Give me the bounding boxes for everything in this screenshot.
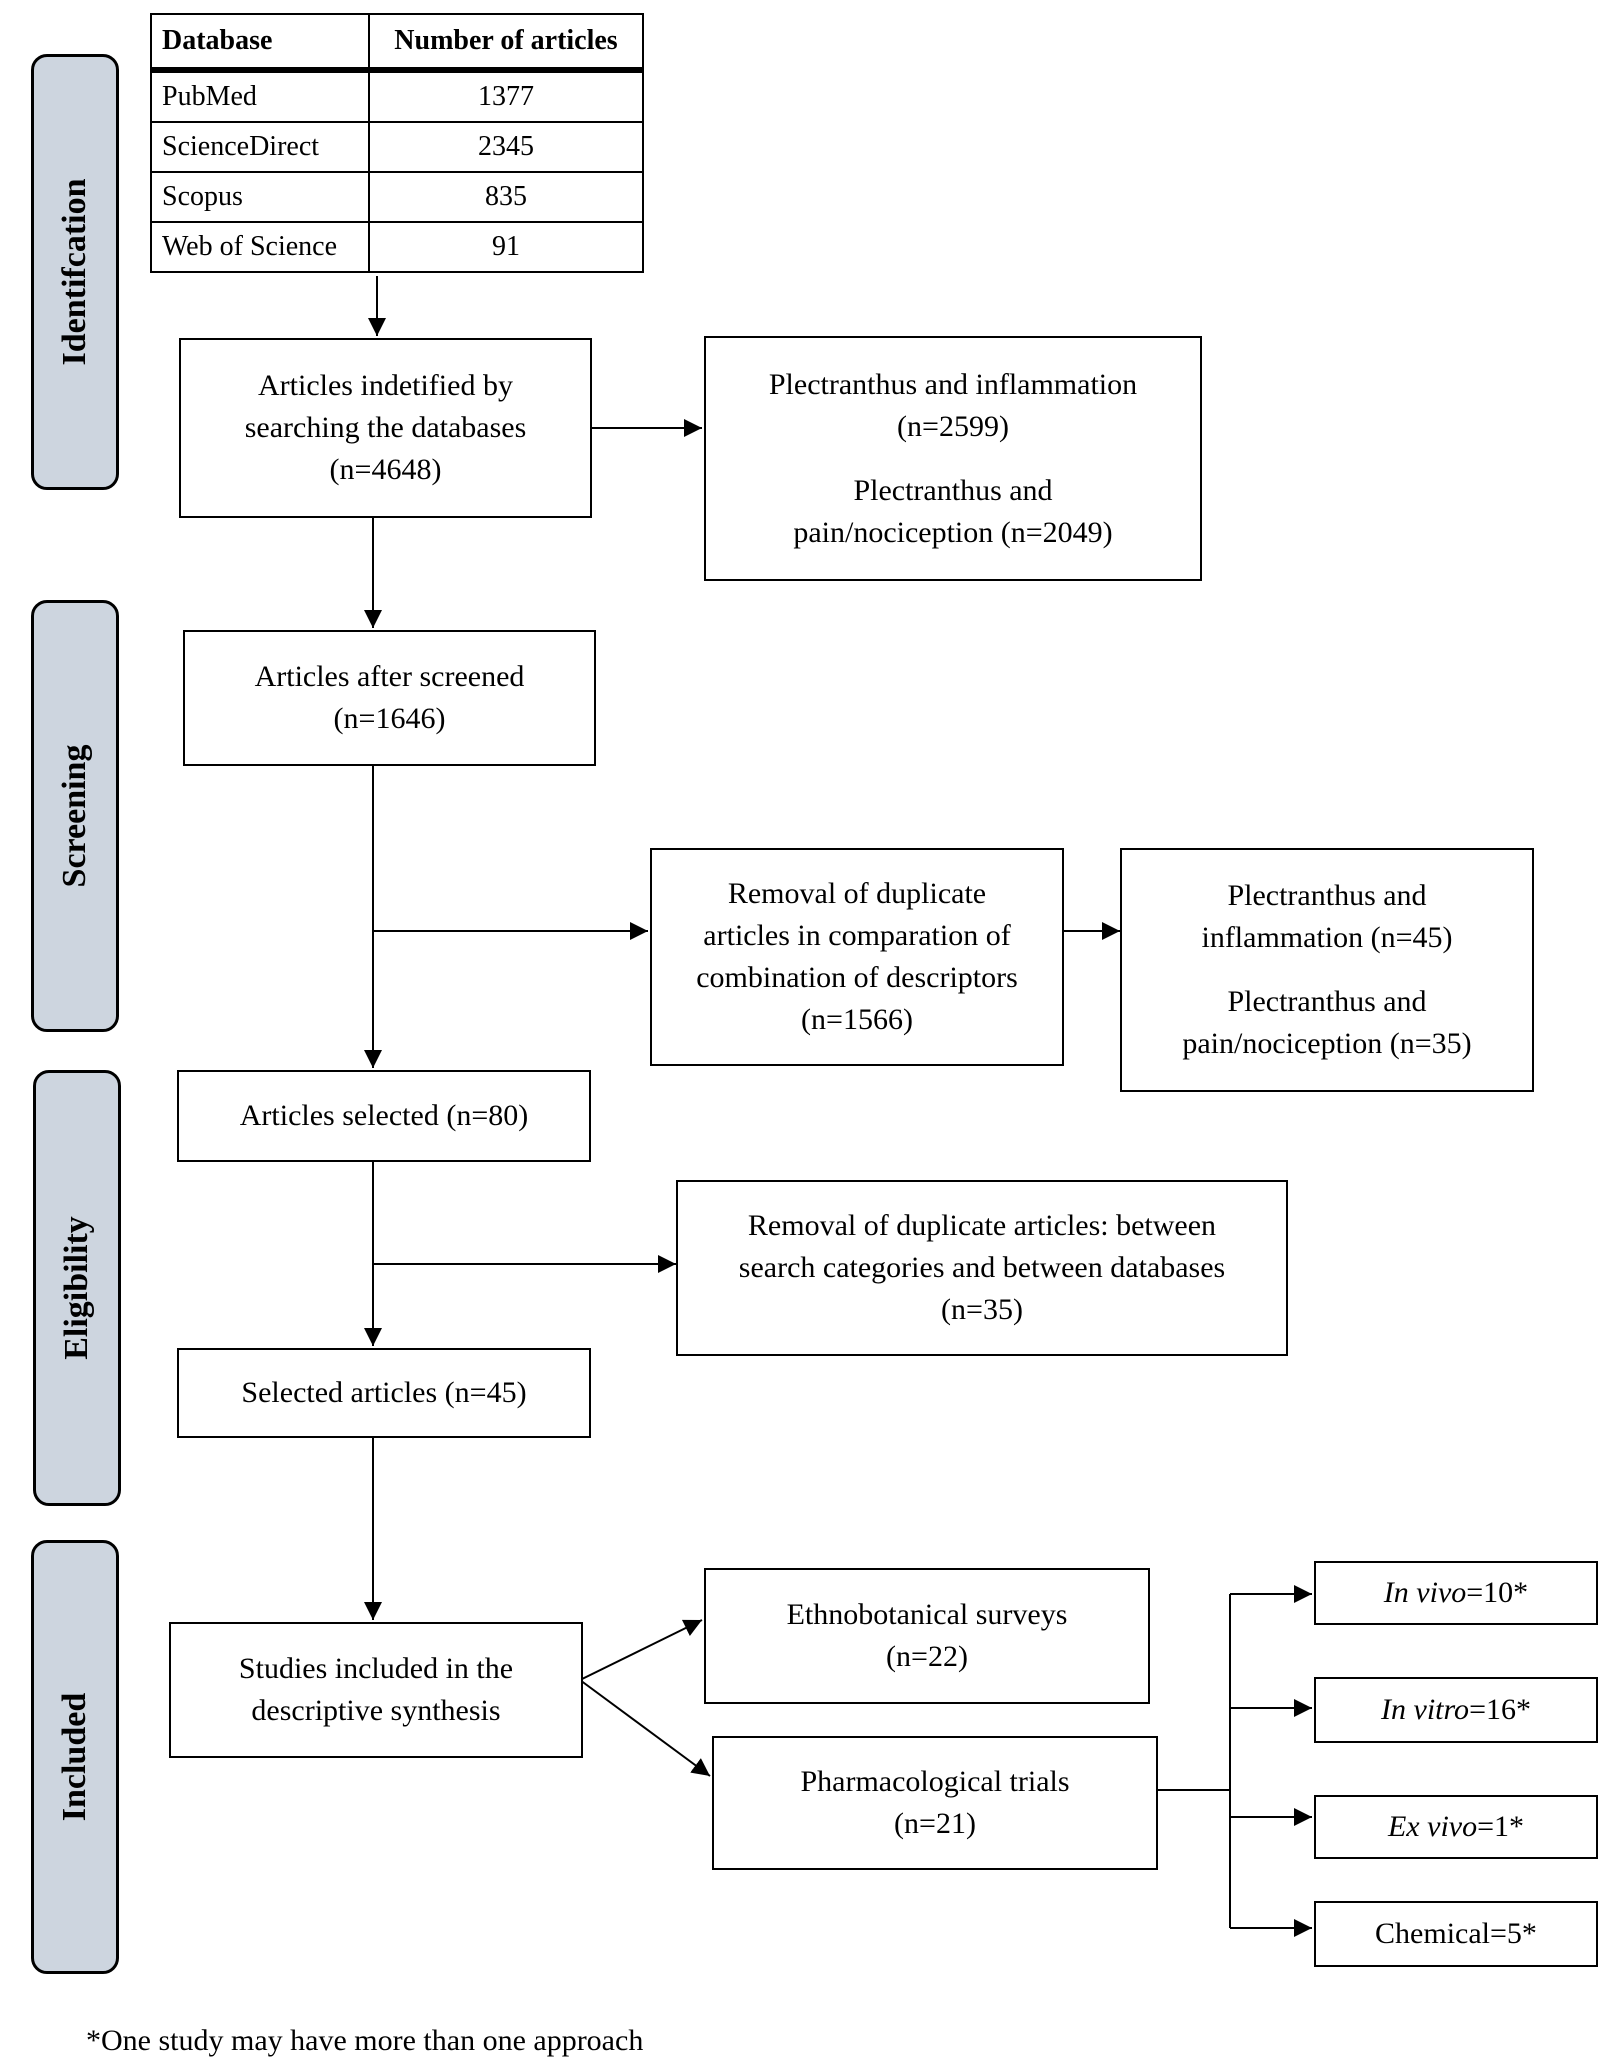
box-text: (n=35)	[941, 1293, 1023, 1326]
box-articles-selected-80: Articles selected (n=80)	[177, 1070, 591, 1162]
box-text-ex-vivo: Ex vivo=1*	[1388, 1806, 1524, 1848]
box-text: Plectranthus and	[1227, 879, 1427, 912]
table-cell-count: 1377	[368, 69, 644, 123]
box-text: Plectranthus and	[853, 473, 1053, 507]
table-cell-database: ScienceDirect	[150, 121, 370, 173]
box-text: (n=1566)	[801, 1003, 913, 1036]
stage-identification: Identifcation	[31, 54, 119, 490]
table-cell-database: PubMed	[150, 69, 370, 123]
box-text: Articles indetified by	[258, 369, 513, 402]
box-text: Studies included in the	[238, 1652, 514, 1685]
box-text: search categories and between databases	[738, 1251, 1226, 1284]
box-text: (n=2599)	[897, 409, 1009, 443]
table-row: PubMed 1377	[150, 69, 644, 123]
box-text: inflammation (n=45)	[1201, 921, 1453, 954]
box-text: (n=1646)	[333, 702, 446, 735]
database-table: Database Number of articles PubMed 1377 …	[150, 13, 644, 273]
box-text-in-vivo: In vivo=10*	[1384, 1572, 1528, 1614]
stage-included: Included	[31, 1540, 119, 1974]
term-ex-vivo: Ex vivo	[1387, 1810, 1478, 1843]
box-screened-articles: Articles after screened (n=1646)	[183, 630, 596, 766]
table-cell-database: Web of Science	[150, 221, 370, 273]
arrow-included-to-pharma	[579, 1679, 711, 1777]
box-ex-vivo: Ex vivo=1*	[1314, 1795, 1598, 1859]
box-studies-included: Studies included in the descriptive synt…	[169, 1622, 583, 1758]
box-text: combination of descriptors	[696, 961, 1018, 994]
table-row: ScienceDirect 2345	[150, 121, 644, 173]
box-search-categories: Plectranthus and inflammation (n=2599) P…	[704, 336, 1202, 581]
table-cell-database: Scopus	[150, 171, 370, 223]
box-text: descriptive synthesis	[251, 1694, 501, 1727]
box-text: Pharmacological trials	[800, 1765, 1070, 1798]
table-header-row: Database Number of articles	[150, 13, 644, 73]
box-text: Removal of duplicate articles: between	[747, 1209, 1217, 1242]
box-removal-categories: Removal of duplicate articles: between s…	[676, 1180, 1288, 1356]
stage-eligibility: Eligibility	[33, 1070, 121, 1506]
box-text: Ethnobotanical surveys	[786, 1598, 1068, 1631]
box-descriptor-categories: Plectranthus and inflammation (n=45) Ple…	[1120, 848, 1534, 1092]
box-ethnobotanical-surveys: Ethnobotanical surveys (n=22)	[704, 1568, 1150, 1704]
box-text-in-vitro: In vitro=16*	[1381, 1689, 1531, 1731]
box-text: Articles selected (n=80)	[239, 1099, 529, 1132]
box-removal-descriptors: Removal of duplicate articles in compara…	[650, 848, 1064, 1066]
box-pharmacological-trials: Pharmacological trials (n=21)	[712, 1736, 1158, 1870]
box-text: (n=21)	[894, 1807, 976, 1840]
box-text: searching the databases	[244, 411, 527, 444]
table-cell-count: 91	[368, 221, 644, 273]
box-selected-articles-45: Selected articles (n=45)	[177, 1348, 591, 1438]
box-identified-articles: Articles indetified by searching the dat…	[179, 338, 592, 518]
term-in-vitro: In vitro	[1381, 1693, 1470, 1726]
value-in-vitro: =16*	[1469, 1693, 1531, 1726]
table-row: Web of Science 91	[150, 221, 644, 273]
arrow-included-to-ethno	[579, 1619, 703, 1681]
stage-screening: Screening	[31, 600, 119, 1032]
table-cell-count: 835	[368, 171, 644, 223]
value-in-vivo: =10*	[1466, 1576, 1529, 1609]
table-header-count: Number of articles	[368, 13, 644, 73]
box-text-chemical: Chemical=5*	[1375, 1917, 1537, 1950]
box-text: Articles after screened	[254, 660, 525, 693]
table-header-database: Database	[150, 13, 370, 73]
box-in-vivo: In vivo=10*	[1314, 1561, 1598, 1625]
box-in-vitro: In vitro=16*	[1314, 1677, 1598, 1743]
box-text: (n=4648)	[329, 453, 442, 486]
term-in-vivo: In vivo	[1383, 1576, 1467, 1609]
box-text: Plectranthus and	[1227, 985, 1427, 1018]
box-text: pain/nociception (n=2049)	[793, 515, 1113, 549]
box-text: Removal of duplicate	[727, 877, 987, 910]
box-text: articles in comparation of	[703, 919, 1011, 952]
box-text: Plectranthus and inflammation	[768, 367, 1138, 401]
value-ex-vivo: =1*	[1477, 1810, 1525, 1843]
box-text: (n=22)	[886, 1640, 968, 1673]
table-cell-count: 2345	[368, 121, 644, 173]
footnote: *One study may have more than one approa…	[86, 2024, 644, 2057]
box-text: Selected articles (n=45)	[241, 1376, 527, 1409]
box-text: pain/nociception (n=35)	[1182, 1027, 1472, 1060]
box-chemical: Chemical=5*	[1314, 1901, 1598, 1967]
table-row: Scopus 835	[150, 171, 644, 223]
